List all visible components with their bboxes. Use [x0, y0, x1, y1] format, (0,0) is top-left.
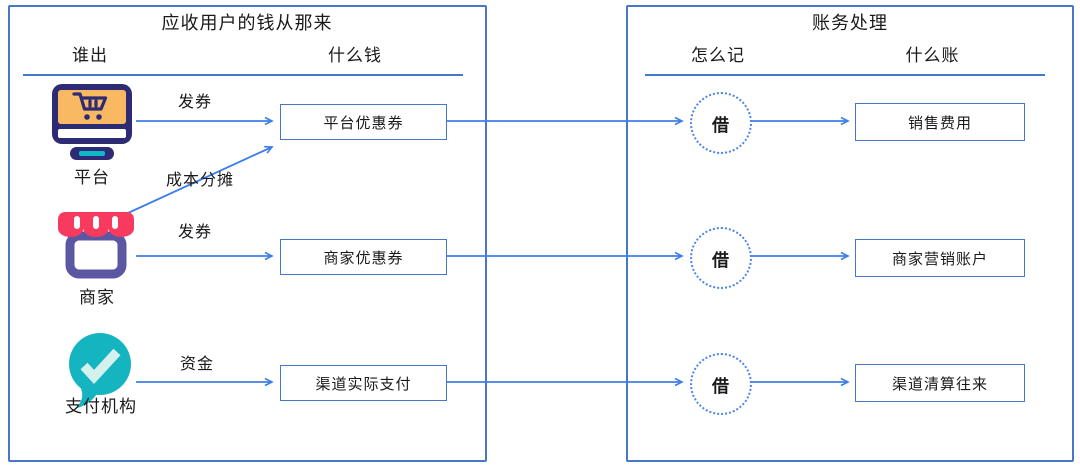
node-channel-clearing-account: 渠道清算往来 [855, 364, 1025, 402]
left-panel-frame [8, 5, 487, 462]
monitor-screen [58, 90, 126, 124]
debit-circle-1: 借 [690, 92, 752, 154]
debit-circle-2: 借 [690, 227, 752, 289]
node-channel-actual-payment: 渠道实际支付 [280, 365, 447, 401]
column-header-what-account: 什么账 [905, 46, 960, 65]
node-platform-coupon: 平台优惠券 [280, 104, 447, 140]
right-panel-frame [626, 5, 1074, 462]
actor-label-platform: 平台 [74, 168, 110, 187]
monitor-shopping-cart-icon [52, 84, 132, 144]
flow-label-funds: 资金 [179, 356, 214, 373]
column-header-how-record: 怎么记 [691, 46, 745, 65]
store-base [65, 231, 127, 279]
right-panel-title: 账务处理 [812, 13, 888, 33]
left-header-divider [23, 74, 463, 76]
monitor-stand-bar [79, 151, 105, 156]
left-panel-title: 应收用户的钱从那来 [161, 13, 333, 33]
monitor-strip [58, 129, 126, 138]
node-merchant-marketing-account: 商家营销账户 [855, 239, 1025, 277]
monitor-stand [70, 147, 114, 160]
check-mark [80, 348, 121, 385]
column-header-what-money: 什么钱 [328, 46, 382, 65]
right-header-divider [645, 74, 1045, 76]
node-sales-expense: 销售费用 [855, 103, 1025, 141]
node-merchant-coupon: 商家优惠券 [280, 239, 447, 275]
actor-label-payment-institution: 支付机构 [65, 397, 137, 416]
arrow-cost-share [127, 145, 274, 214]
chat-bubble-check-icon [64, 330, 136, 410]
column-header-who: 谁出 [72, 46, 108, 65]
storefront-icon [58, 210, 134, 280]
actor-label-merchant: 商家 [79, 288, 115, 307]
flow-label-issue-coupon-2: 发券 [177, 224, 212, 241]
flow-label-cost-share: 成本分摊 [165, 172, 234, 189]
shopping-cart-icon [72, 92, 108, 120]
flow-label-issue-coupon-1: 发券 [177, 94, 212, 111]
debit-circle-3: 借 [690, 353, 752, 415]
